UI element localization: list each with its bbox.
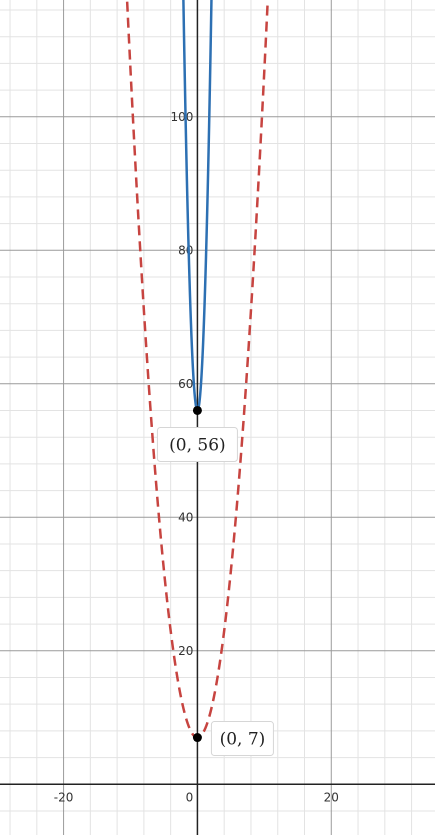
y-tick-label: 20 bbox=[178, 644, 193, 658]
points[interactable]: (0, 56) (0, 7) bbox=[156, 405, 274, 757]
y-tick-label: 80 bbox=[178, 243, 193, 257]
point-marker[interactable] bbox=[192, 733, 202, 743]
y-tick-label: 40 bbox=[178, 510, 193, 524]
point-marker[interactable] bbox=[192, 405, 202, 415]
point-label: (0, 7) bbox=[220, 730, 266, 750]
y-tick-label: 60 bbox=[178, 377, 193, 391]
point-label-box bbox=[156, 426, 238, 462]
x-tick-label: 20 bbox=[324, 790, 339, 804]
point-label: (0, 56) bbox=[169, 435, 226, 455]
tick-labels: -20 0 20 20 40 60 80 100 bbox=[54, 110, 339, 804]
x-tick-label: 0 bbox=[186, 790, 194, 804]
x-tick-label: -20 bbox=[54, 790, 74, 804]
y-tick-label: 100 bbox=[171, 110, 194, 124]
point-label-box bbox=[210, 721, 274, 757]
